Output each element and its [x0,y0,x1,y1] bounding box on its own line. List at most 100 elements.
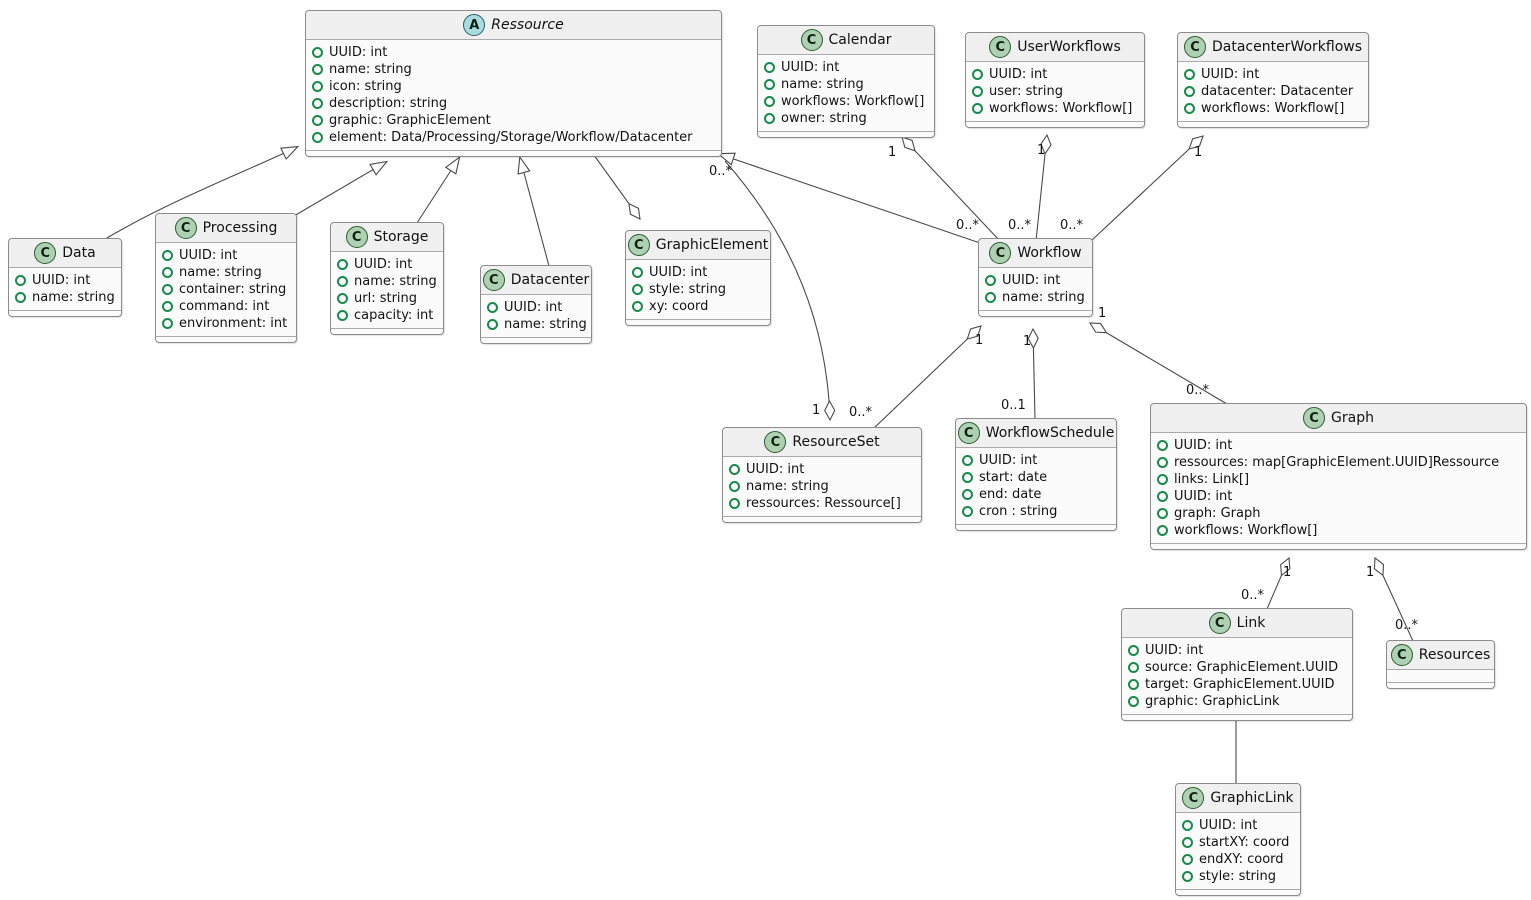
field-visibility-icon [1157,491,1168,502]
class-attribute-row: UUID: int [1157,488,1518,505]
edge-calendar-workflow [902,137,1001,242]
field-visibility-icon [162,318,173,329]
attribute-text: workflows: Workflow[] [1201,101,1345,116]
attribute-text: owner: string [781,111,867,126]
field-visibility-icon [487,319,498,330]
class-attribute-row: name: string [764,76,926,93]
class-attribute-row: xy: coord [632,298,762,315]
attribute-text: name: string [1002,290,1085,305]
attribute-text: element: Data/Processing/Storage/Workflo… [329,130,693,145]
class-attribute-row: UUID: int [962,452,1108,469]
class-attribute-row: UUID: int [972,66,1136,83]
field-visibility-icon [162,267,173,278]
edge-datacenter-extends-ressource [517,155,550,267]
class-title: Calendar [828,32,892,48]
attribute-text: environment: int [179,316,288,331]
attribute-text: url: string [354,291,418,306]
multiplicity-label: 1 [1194,145,1202,160]
class-title: Ressource [491,17,564,33]
field-visibility-icon [632,284,643,295]
attribute-text: ressources: Ressource[] [746,496,901,511]
field-visibility-icon [972,86,983,97]
field-visibility-icon [487,302,498,313]
class-attribute-row: url: string [337,290,435,307]
attribute-text: ressources: map[GraphicElement.UUID]Ress… [1174,455,1500,470]
class-methods-compartment [723,516,921,522]
field-visibility-icon [162,250,173,261]
attribute-text: end: date [979,487,1042,502]
attribute-text: UUID: int [746,462,805,477]
class-icon: C [989,36,1012,58]
field-visibility-icon [1182,837,1193,848]
multiplicity-label: 0..* [1186,383,1210,398]
attribute-text: startXY: coord [1199,835,1290,850]
class-methods-compartment [979,310,1092,316]
multiplicity-label: 0..* [709,164,733,179]
class-attribute-row: UUID: int [15,272,113,289]
class-attribute-row: workflows: Workflow[] [972,100,1136,117]
field-visibility-icon [764,96,775,107]
field-visibility-icon [337,276,348,287]
field-visibility-icon [337,310,348,321]
class-icon: C [34,242,57,264]
class-attribute-row: workflows: Workflow[] [1157,522,1518,539]
attribute-text: UUID: int [1199,818,1258,833]
field-visibility-icon [764,113,775,124]
attribute-text: UUID: int [179,248,238,263]
field-visibility-icon [312,64,323,75]
class-attribute-row: startXY: coord [1182,834,1292,851]
attribute-text: UUID: int [32,273,91,288]
class-methods-compartment [9,310,121,316]
class-methods-compartment [956,524,1116,530]
multiplicity-label: 0..* [1241,588,1265,603]
attribute-text: container: string [179,282,287,297]
attribute-text: target: GraphicElement.UUID [1145,677,1335,692]
class-attribute-row: UUID: int [764,59,926,76]
class-methods-compartment [1178,121,1368,127]
class-methods-compartment [481,337,591,343]
edge-workflow-graph [1090,323,1228,405]
multiplicity-label: 1 [1098,306,1106,321]
class-methods-compartment [306,150,721,156]
edge-workflow-extends-ressource [716,152,981,244]
field-visibility-icon [162,301,173,312]
class-icon: C [1303,407,1326,429]
class-attribute-row: description: string [312,95,713,112]
field-visibility-icon [729,464,740,475]
field-visibility-icon [1157,474,1168,485]
attribute-text: name: string [504,317,587,332]
multiplicity-label: 1 [812,403,820,418]
attribute-text: capacity: int [354,308,434,323]
attribute-text: icon: string [329,79,402,94]
field-visibility-icon [764,79,775,90]
class-attribute-row: owner: string [764,110,926,127]
multiplicity-label: 1 [1023,334,1031,349]
class-attribute-row: workflows: Workflow[] [764,93,926,110]
class-attribute-row: UUID: int [1184,66,1360,83]
multiplicity-label: 1 [888,145,896,160]
attribute-text: datacenter: Datacenter [1201,84,1354,99]
field-visibility-icon [337,259,348,270]
class-attribute-row: UUID: int [162,247,288,264]
attribute-text: UUID: int [781,60,840,75]
class-attribute-row: UUID: int [985,272,1084,289]
attribute-text: style: string [649,282,727,297]
class-attribute-row: graph: Graph [1157,505,1518,522]
field-visibility-icon [312,98,323,109]
